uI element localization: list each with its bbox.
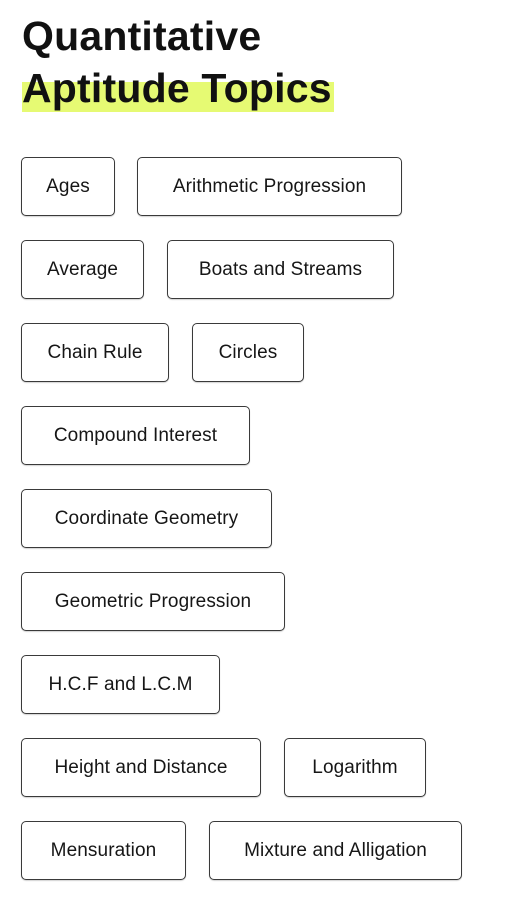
topic-row: Height and Distance Logarithm [21,738,491,799]
topic-row: Average Boats and Streams [21,240,491,301]
page-title-line-2-highlighted: Aptitude Topics [22,64,334,112]
topic-row: Coordinate Geometry [21,489,491,550]
topic-row: Chain Rule Circles [21,323,491,384]
page-title-line-1: Quantitative [22,13,262,59]
topic-chip-mixture-and-alligation[interactable]: Mixture and Alligation [209,821,462,880]
topic-chip-geometric-progression[interactable]: Geometric Progression [21,572,285,631]
topic-chip-circles[interactable]: Circles [192,323,304,382]
topic-chip-coordinate-geometry[interactable]: Coordinate Geometry [21,489,272,548]
topic-chip-height-and-distance[interactable]: Height and Distance [21,738,261,797]
topic-row: Compound Interest [21,406,491,467]
topic-chip-mensuration[interactable]: Mensuration [21,821,186,880]
topic-chip-compound-interest[interactable]: Compound Interest [21,406,250,465]
topic-row: Mensuration Mixture and Alligation [21,821,491,882]
topic-chip-ages[interactable]: Ages [21,157,115,216]
page-title: Quantitative Aptitude Topics [22,10,334,114]
topic-chip-boats-and-streams[interactable]: Boats and Streams [167,240,394,299]
topic-chip-arithmetic-progression[interactable]: Arithmetic Progression [137,157,402,216]
topic-chip-logarithm[interactable]: Logarithm [284,738,426,797]
topic-chip-average[interactable]: Average [21,240,144,299]
topic-chip-hcf-and-lcm[interactable]: H.C.F and L.C.M [21,655,220,714]
topic-chip-chain-rule[interactable]: Chain Rule [21,323,169,382]
topic-row: Geometric Progression [21,572,491,633]
topic-row: Ages Arithmetic Progression [21,157,491,218]
topic-row: H.C.F and L.C.M [21,655,491,716]
